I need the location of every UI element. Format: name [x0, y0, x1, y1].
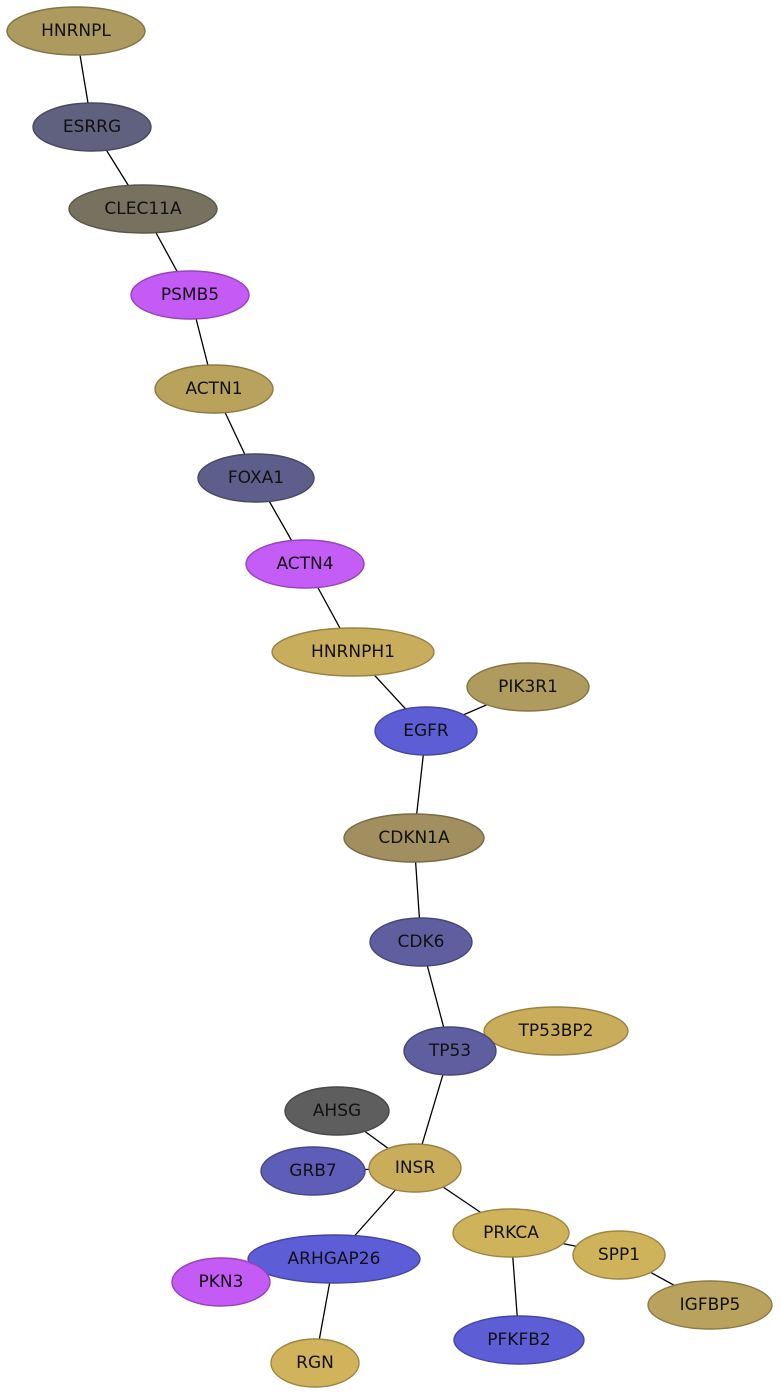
node-ellipse: [247, 1234, 421, 1284]
node-label: ACTN4: [276, 554, 333, 574]
node-label: EGFR: [403, 721, 449, 741]
node-ellipse: [171, 1257, 271, 1307]
node-actn1[interactable]: ACTN1: [154, 364, 274, 414]
node-pfkfb2[interactable]: PFKFB2: [453, 1315, 585, 1365]
node-label: TP53: [428, 1041, 471, 1061]
node-spp1[interactable]: SPP1: [572, 1230, 666, 1280]
node-actn4[interactable]: ACTN4: [245, 539, 365, 589]
node-label: TP53BP2: [518, 1021, 594, 1041]
node-ellipse: [270, 1338, 360, 1388]
node-label: HNRNPL: [41, 21, 111, 41]
node-rgn[interactable]: RGN: [270, 1338, 360, 1388]
node-label: SPP1: [598, 1245, 640, 1265]
node-ellipse: [68, 184, 218, 234]
node-hnrnpl[interactable]: HNRNPL: [6, 6, 146, 56]
node-ellipse: [369, 917, 473, 967]
node-ellipse: [368, 1143, 462, 1193]
node-label: PRKCA: [483, 1223, 539, 1243]
node-ellipse: [32, 102, 152, 152]
node-ellipse: [245, 539, 365, 589]
node-label: AHSG: [313, 1101, 361, 1121]
node-clec11a[interactable]: CLEC11A: [68, 184, 218, 234]
node-hnrnph1[interactable]: HNRNPH1: [271, 627, 435, 677]
node-pkn3[interactable]: PKN3: [171, 1257, 271, 1307]
node-ellipse: [260, 1146, 366, 1196]
node-label: IGFBP5: [680, 1295, 741, 1315]
node-cdkn1a[interactable]: CDKN1A: [343, 813, 485, 863]
node-ellipse: [374, 706, 478, 756]
node-tp53[interactable]: TP53: [403, 1026, 497, 1076]
node-ellipse: [154, 364, 274, 414]
node-arhgap26[interactable]: ARHGAP26: [247, 1234, 421, 1284]
node-tp53bp2[interactable]: TP53BP2: [483, 1006, 629, 1056]
node-ellipse: [453, 1315, 585, 1365]
node-label: RGN: [296, 1353, 334, 1373]
node-insr[interactable]: INSR: [368, 1143, 462, 1193]
node-label: GRB7: [289, 1161, 336, 1181]
node-ellipse: [452, 1208, 570, 1258]
node-ellipse: [483, 1006, 629, 1056]
node-label: CDKN1A: [378, 828, 450, 848]
node-foxa1[interactable]: FOXA1: [197, 453, 315, 503]
node-label: CLEC11A: [104, 199, 182, 219]
node-label: PSMB5: [161, 285, 219, 305]
node-cdk6[interactable]: CDK6: [369, 917, 473, 967]
node-ahsg[interactable]: AHSG: [284, 1086, 390, 1136]
node-ellipse: [403, 1026, 497, 1076]
node-egfr[interactable]: EGFR: [374, 706, 478, 756]
node-ellipse: [572, 1230, 666, 1280]
node-label: ACTN1: [185, 379, 242, 399]
node-ellipse: [343, 813, 485, 863]
node-esrrg[interactable]: ESRRG: [32, 102, 152, 152]
node-prkca[interactable]: PRKCA: [452, 1208, 570, 1258]
node-label: INSR: [395, 1158, 436, 1178]
node-ellipse: [647, 1280, 773, 1330]
node-label: PFKFB2: [487, 1330, 550, 1350]
node-ellipse: [197, 453, 315, 503]
node-label: CDK6: [398, 932, 445, 952]
node-label: FOXA1: [228, 468, 284, 488]
node-label: PKN3: [199, 1272, 244, 1292]
node-ellipse: [6, 6, 146, 56]
node-label: ESRRG: [63, 117, 121, 137]
node-igfbp5[interactable]: IGFBP5: [647, 1280, 773, 1330]
node-ellipse: [284, 1086, 390, 1136]
node-ellipse: [130, 270, 250, 320]
node-grb7[interactable]: GRB7: [260, 1146, 366, 1196]
node-label: ARHGAP26: [288, 1249, 381, 1269]
nodes-layer: HNRNPL ESRRG CLEC11A PSMB5ACTN1FOXA1ACTN4HN…: [6, 6, 773, 1388]
node-pik3r1[interactable]: PIK3R1: [466, 662, 590, 712]
node-ellipse: [466, 662, 590, 712]
node-label: HNRNPH1: [311, 642, 395, 662]
node-ellipse: [271, 627, 435, 677]
node-psmb5[interactable]: PSMB5: [130, 270, 250, 320]
node-label: PIK3R1: [498, 677, 558, 697]
